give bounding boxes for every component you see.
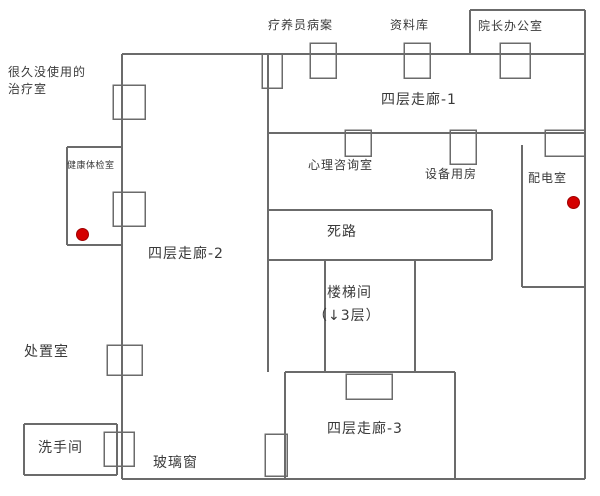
door-power-dist-icon[interactable] [544, 129, 586, 157]
room-label-corridor-2: 四层走廊-2 [148, 246, 224, 262]
room-label-health-exam: 健康体检室 [67, 161, 115, 171]
room-label-unused-treatment: 很久没使用的 治疗室 [8, 65, 87, 96]
door-director-office-icon[interactable] [499, 42, 531, 79]
walls-layer [23, 9, 586, 480]
door-corridor2-top-icon[interactable] [261, 53, 283, 89]
room-label-corridor-3: 四层走廊-3 [327, 421, 403, 437]
door-corridor2-bottom-icon[interactable] [264, 433, 288, 477]
room-label-counseling: 心理咨询室 [308, 158, 374, 172]
room-label-power-dist: 配电室 [528, 171, 568, 185]
room-label-disposal: 处置室 [24, 344, 69, 360]
door-patient-records-icon[interactable] [309, 42, 337, 79]
room-label-corridor-1: 四层走廊-1 [381, 92, 457, 108]
room-label-director-office: 院长办公室 [478, 19, 544, 33]
door-health-exam-icon[interactable] [112, 191, 146, 227]
room-label-archive: 资料库 [390, 18, 430, 32]
door-counseling-icon[interactable] [344, 129, 372, 157]
door-disposal-icon[interactable] [106, 344, 143, 376]
room-label-equipment: 设备用房 [425, 167, 478, 181]
marker-health-exam-icon[interactable] [76, 228, 89, 241]
room-label-glass-window: 玻璃窗 [153, 455, 198, 471]
room-label-patient-records: 疗养员病案 [268, 18, 334, 32]
room-label-stairwell: 楼梯间 [327, 285, 372, 301]
room-label-stairwell-sub: （↓3层） [313, 308, 381, 324]
room-label-restroom: 洗手间 [38, 440, 83, 456]
door-archive-icon[interactable] [403, 42, 431, 79]
marker-power-dist-icon[interactable] [567, 196, 580, 209]
door-restroom-icon[interactable] [103, 431, 135, 467]
door-unused-treatment-icon[interactable] [112, 84, 146, 120]
door-corridor3-top-icon[interactable] [345, 373, 393, 400]
door-equipment-icon[interactable] [449, 129, 477, 165]
room-label-dead-end: 死路 [327, 224, 357, 240]
doors-layer [103, 42, 586, 477]
